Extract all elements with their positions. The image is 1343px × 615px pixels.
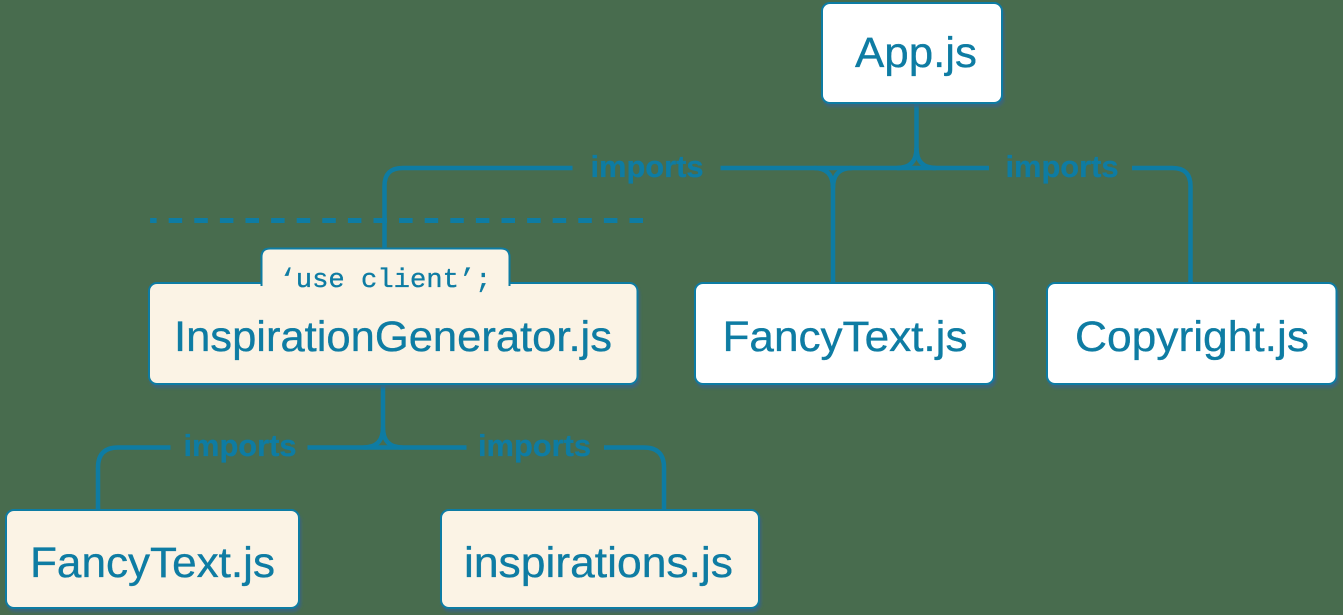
svg-text:Copyright.js: Copyright.js bbox=[1075, 314, 1309, 361]
svg-text:FancyText.js: FancyText.js bbox=[723, 314, 968, 361]
svg-text:inspirations.js: inspirations.js bbox=[464, 540, 733, 587]
svg-text:imports: imports bbox=[1006, 149, 1119, 184]
svg-text:InspirationGenerator.js: InspirationGenerator.js bbox=[174, 314, 612, 361]
svg-text:imports: imports bbox=[184, 428, 297, 463]
svg-text:imports: imports bbox=[478, 428, 591, 463]
svg-text:imports: imports bbox=[591, 149, 704, 184]
svg-text:‘use client’;: ‘use client’; bbox=[280, 266, 492, 296]
svg-text:App.js: App.js bbox=[855, 30, 977, 77]
svg-text:FancyText.js: FancyText.js bbox=[30, 540, 275, 587]
